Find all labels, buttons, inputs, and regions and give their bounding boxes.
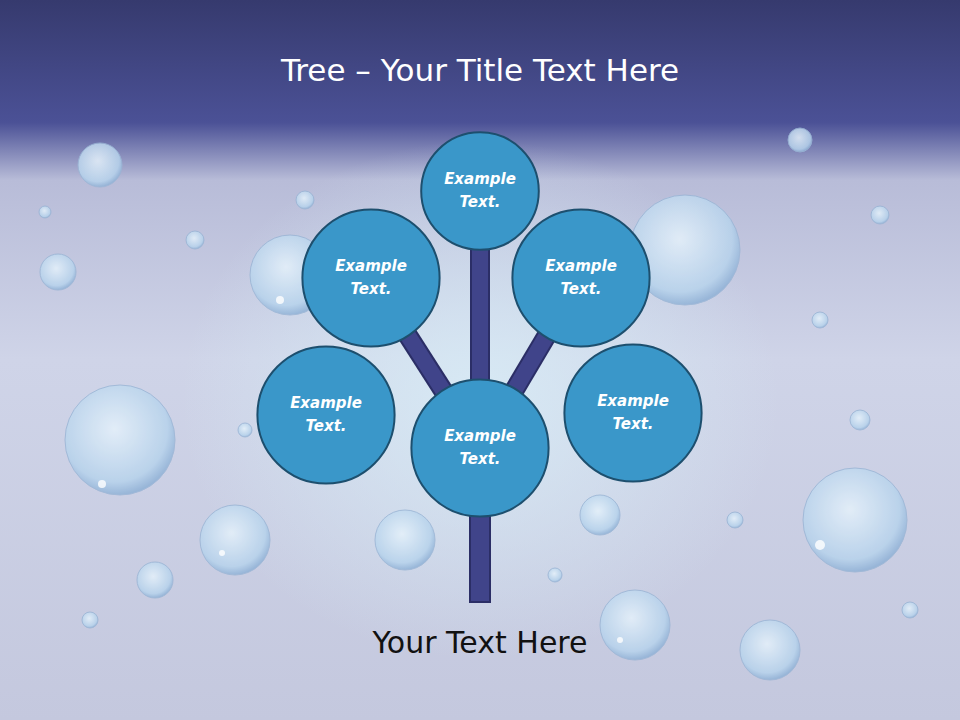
circle-outline [256, 345, 396, 485]
circle-outline [420, 131, 540, 251]
circle-label: Example Text. [592, 390, 674, 436]
circle-outline [511, 208, 651, 348]
circle-label: Example Text. [439, 168, 521, 214]
circle-outline [301, 208, 441, 348]
tree-circle: Example Text. [410, 378, 550, 518]
tree-circle: Example Text. [256, 345, 396, 485]
tree-circle: Example Text. [511, 208, 651, 348]
circle-label: Example Text. [439, 425, 521, 471]
circle-label: Example Text. [285, 392, 367, 438]
circle-label: Example Text. [540, 255, 622, 301]
tree-branch [480, 249, 481, 380]
tree-branch [408, 335, 444, 391]
tree-circle: Example Text. [563, 343, 703, 483]
circle-outline [563, 343, 703, 483]
tree-branch [515, 336, 547, 389]
tree-circle: Example Text. [301, 208, 441, 348]
circle-label: Example Text. [330, 255, 412, 301]
slide-title: Tree – Your Title Text Here [0, 52, 960, 88]
slide-caption: Your Text Here [0, 625, 960, 660]
tree-circle: Example Text. [420, 131, 540, 251]
circle-outline [410, 378, 550, 518]
